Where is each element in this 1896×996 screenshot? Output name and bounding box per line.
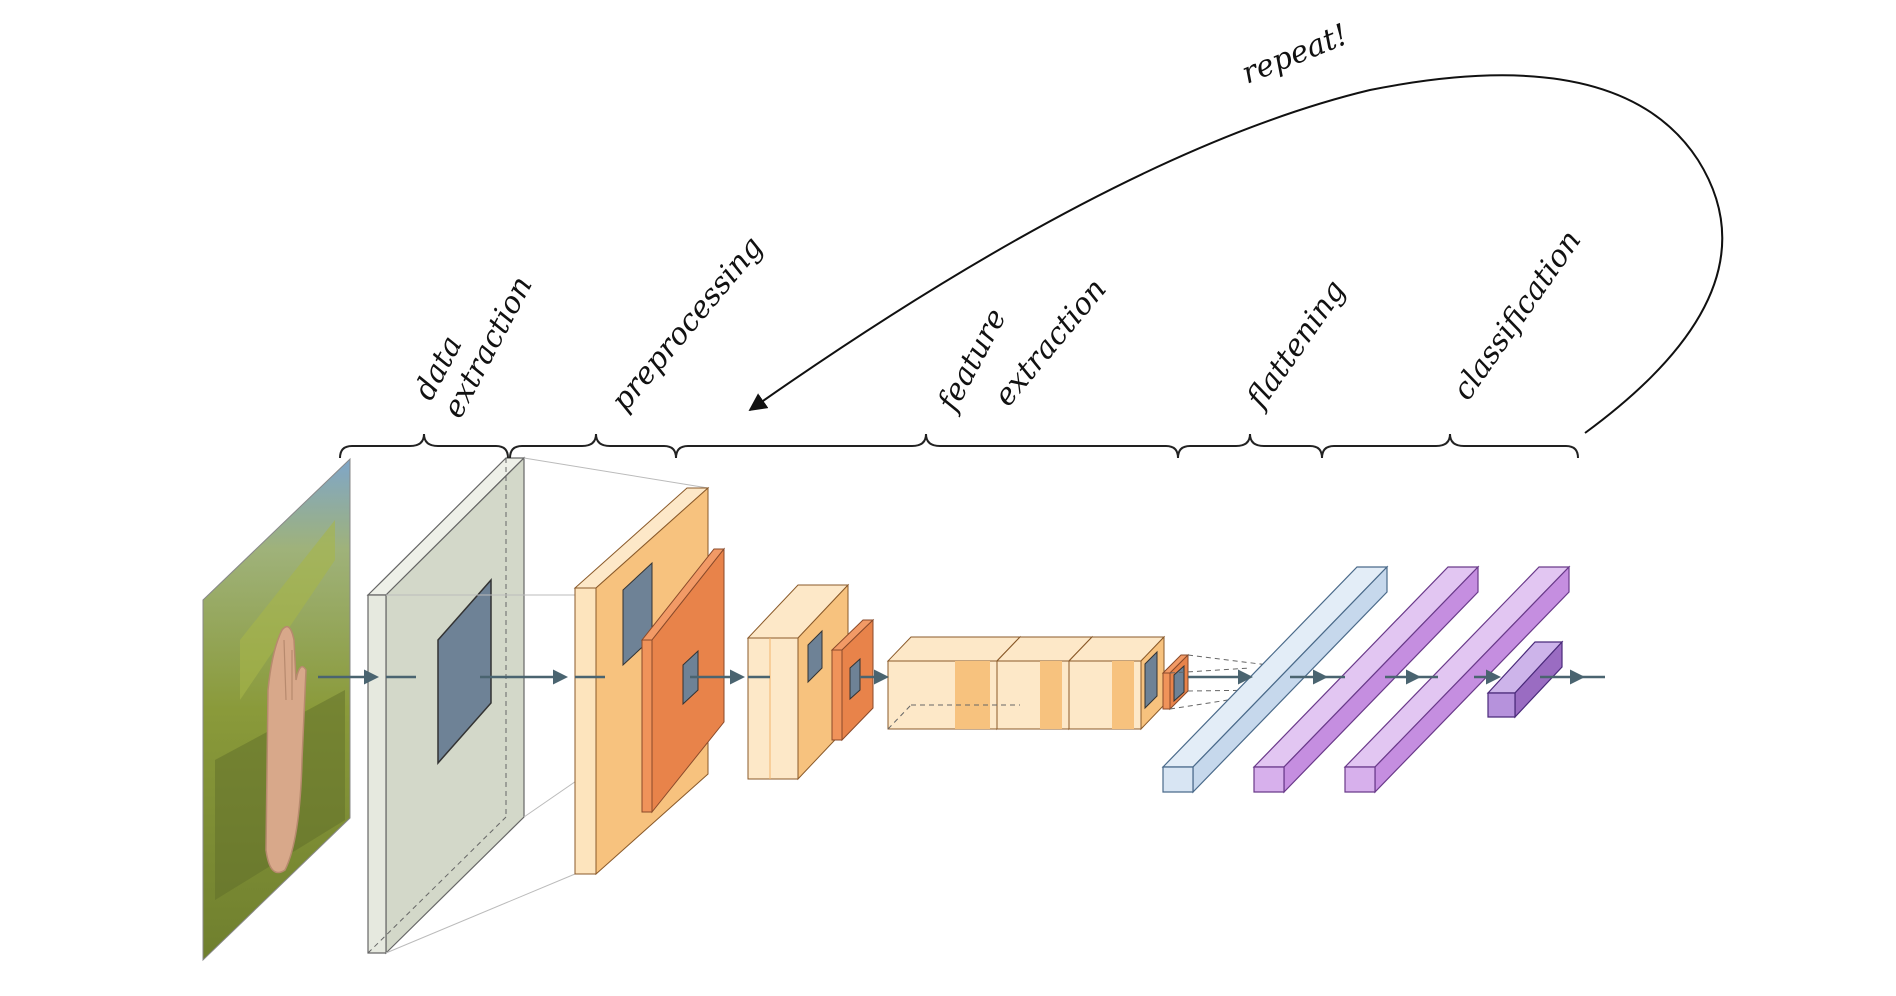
hand-shape [265,625,307,874]
feature-extraction-block [886,635,1166,731]
flatten-projection [1169,654,1269,710]
label-repeat: repeat! [1237,17,1353,91]
stage-labels: data extraction preprocessing feature ex… [407,17,1588,423]
label-extraction-2: extraction [987,272,1113,413]
brace-flattening [1177,433,1323,459]
flattened-vector [1161,565,1389,794]
brace-data-extraction [339,433,509,459]
pooled-map [1161,653,1190,711]
label-flattening: flattening [1239,274,1353,416]
repeat-loop-arrow [748,74,1724,434]
label-preprocessing: preprocessing [604,230,770,418]
brace-feature-extraction [675,433,1179,459]
stage-braces [339,433,1579,459]
label-classification: classification [1446,224,1588,407]
brace-preprocessing [509,433,677,459]
kernel-window [437,578,492,765]
conv-block-1 [746,583,875,781]
input-image [202,457,351,962]
dense-layer-2 [1343,565,1571,794]
preprocessing-slab [573,486,726,876]
brace-classification [1321,433,1579,459]
output-layer [1486,640,1564,719]
grey-input-slab [366,456,526,955]
dense-layer-1 [1252,565,1480,794]
